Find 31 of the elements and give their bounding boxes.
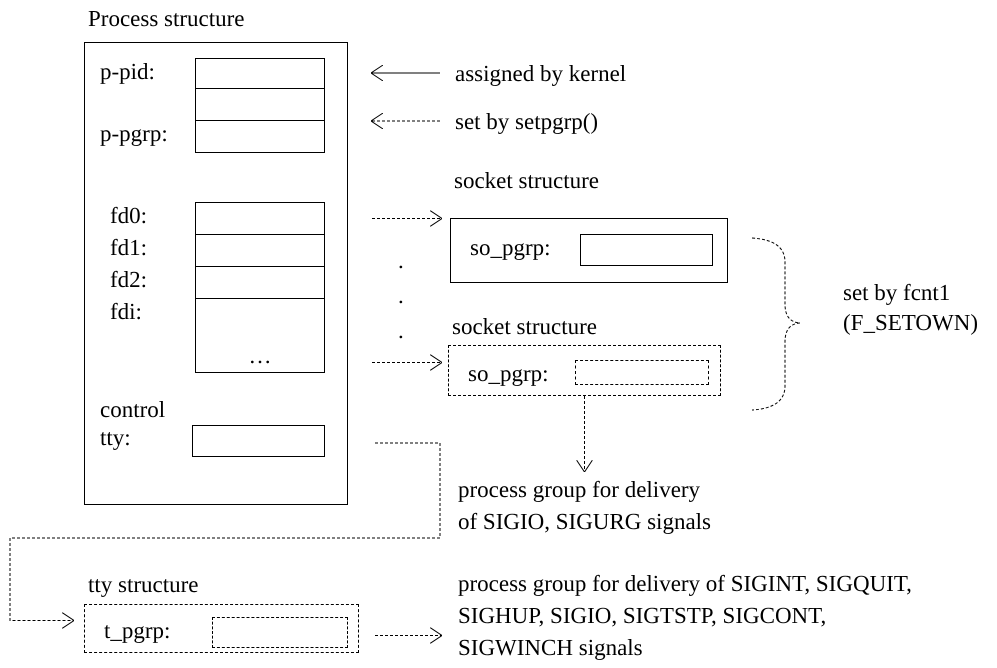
structure-heading: tty structure <box>88 571 198 599</box>
ellipsis-dot: . <box>398 282 405 310</box>
arrow <box>576 396 593 472</box>
field-label: control tty: <box>100 396 166 452</box>
field-label: so_pgrp: <box>468 360 548 388</box>
annotation-text: set by setpgrp() <box>455 108 600 136</box>
structure-heading: socket structure <box>454 167 599 195</box>
structure-heading: Process structure <box>88 5 244 33</box>
arrow <box>372 210 442 227</box>
field-label: fdi: <box>110 298 142 326</box>
arrow <box>370 112 440 130</box>
field-label: fd1: <box>110 234 148 262</box>
ellipsis-dot: . <box>398 247 405 275</box>
field-label: p-pgrp: <box>100 120 168 148</box>
annotation-text: assigned by kernel <box>455 60 628 88</box>
structure-heading: socket structure <box>452 313 597 341</box>
field-cell: … <box>195 298 325 373</box>
field-label: fd0: <box>110 202 148 230</box>
arrow <box>374 627 442 644</box>
field-cell <box>195 88 325 121</box>
annotation-text: process group for delivery of SIGIO, SIGURG signals <box>458 476 712 536</box>
arrow <box>372 354 442 371</box>
annotation-text: process group for delivery of SIGINT, SIGQUIT, SIGHUP, SIGIO, SIGTSTP, SIGCONT, SIGWINCH signals <box>458 570 913 662</box>
field-label: p-pid: <box>100 58 155 86</box>
field-label: fd2: <box>110 266 148 294</box>
annotation-text: set by fcnt1 (F_SETOWN) <box>843 279 980 337</box>
arrow <box>10 442 440 629</box>
field-label: so_pgrp: <box>470 234 550 262</box>
ellipsis-dot: . <box>398 317 405 345</box>
field-label: t_pgrp: <box>104 617 170 645</box>
arrow <box>370 64 440 82</box>
